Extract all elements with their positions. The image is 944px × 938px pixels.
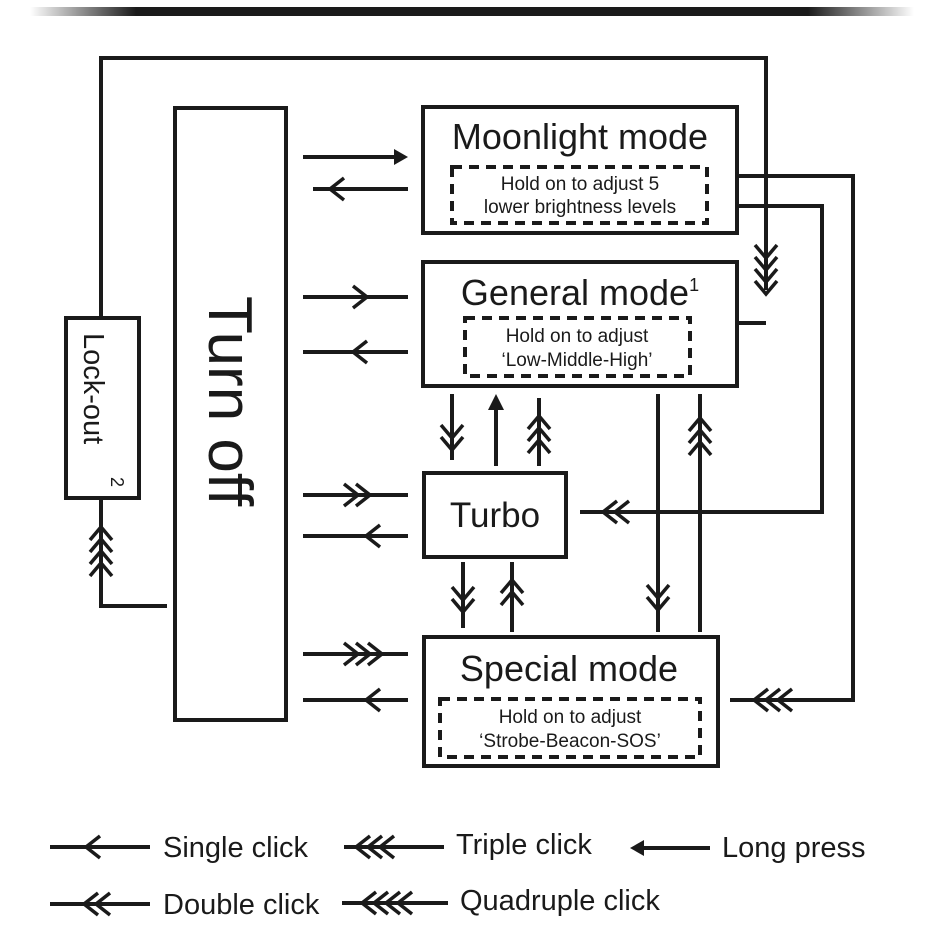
legend-long-press: Long press: [722, 832, 866, 864]
arrow-up-triple-icon: [526, 413, 552, 431]
top-divider: [30, 7, 914, 16]
arrow-up-quadruple-icon: [88, 524, 114, 542]
turbo-title: Turbo: [450, 496, 540, 535]
turnoff-box: [173, 106, 288, 722]
arrow-right-double-icon: [342, 482, 361, 508]
arrow-up-double-icon: [499, 589, 525, 607]
general-hint-line2: ‘Low-Middle-High’: [502, 350, 653, 371]
special-hint-box: [438, 697, 702, 759]
arrow-right-filled-icon: [394, 149, 408, 165]
special-hint-line2: ‘Strobe-Beacon-SOS’: [479, 731, 661, 752]
moonlight-box: [421, 105, 739, 235]
arrow-left-triple-icon: [763, 687, 782, 713]
general-box: [421, 260, 739, 388]
arrow-left-single-icon: [327, 176, 346, 202]
arrow-right-triple-icon: [366, 641, 385, 667]
arrow-left-triple-icon: [365, 834, 384, 860]
arrow-up-triple-icon: [687, 415, 713, 433]
arrow-up-filled-icon: [488, 394, 504, 410]
arrow-down-double-icon: [645, 595, 671, 613]
legend-triple-click: Triple click: [456, 829, 592, 861]
arrow-left-filled-icon: [630, 840, 644, 856]
arrow-down-quadruple-icon: [753, 267, 779, 285]
arrow-up-quadruple-icon: [88, 536, 114, 554]
arrow-down-double-icon: [450, 597, 476, 615]
arrow-up-quadruple-icon: [88, 548, 114, 566]
turnoff-label: Turn off: [195, 296, 264, 507]
arrow-down-quadruple-icon: [753, 243, 779, 261]
moonlight-to-special-line: [730, 174, 855, 702]
arrow-down-quadruple-icon: [753, 279, 779, 297]
arrow-right-single-icon: [351, 284, 370, 310]
arrow-left-triple-icon: [751, 687, 770, 713]
arrow-left-double-icon: [93, 891, 112, 917]
arrow-down-double-icon: [450, 585, 476, 603]
special-hint-line1: Hold on to adjust: [499, 707, 642, 728]
legend-quadruple-click: Quadruple click: [460, 885, 660, 917]
moonlight-hint-box: [450, 165, 709, 225]
arrow-left-quadruple-icon: [395, 890, 414, 916]
arrow-left-quadruple-icon: [371, 890, 390, 916]
arrow-left-single-icon: [363, 523, 382, 549]
legend-single-click: Single click: [163, 832, 309, 864]
arrow-heads: [88, 149, 794, 713]
special-box: [422, 635, 720, 768]
arrow-up-triple-icon: [526, 425, 552, 443]
arrow-left-quadruple-icon: [383, 890, 402, 916]
arrow-right-triple-icon: [342, 641, 361, 667]
moonlight-hint-line1: Hold on to adjust 5: [501, 174, 659, 195]
arrow-left-double-icon: [600, 499, 619, 525]
arrow-down-double-icon: [439, 423, 465, 441]
turbo-box: [422, 471, 568, 559]
arrow-left-triple-icon: [775, 687, 794, 713]
arrow-up-triple-icon: [687, 427, 713, 445]
arrow-right-triple-icon: [354, 641, 373, 667]
general-title: General mode1: [461, 272, 699, 313]
arrow-right-double-icon: [354, 482, 373, 508]
arrow-down-quadruple-icon: [753, 255, 779, 273]
general-hint-line1: Hold on to adjust: [506, 326, 649, 347]
arrow-left-quadruple-icon: [359, 890, 378, 916]
moonlight-title: Moonlight mode: [452, 116, 708, 157]
arrow-down-double-icon: [439, 435, 465, 453]
legend-double-click: Double click: [163, 889, 320, 921]
special-title: Special mode: [460, 648, 678, 689]
arrow-left-double-icon: [612, 499, 631, 525]
general-title-text: General mode: [461, 272, 689, 313]
general-hint-box: [463, 316, 692, 378]
moonlight-hint-line2: lower brightness levels: [484, 197, 676, 218]
arrow-left-single-icon: [363, 687, 382, 713]
arrow-left-double-icon: [81, 891, 100, 917]
general-footnote: 1: [689, 275, 699, 295]
turnoff-to-lockout-line: [99, 500, 167, 608]
lockout-footnote: 2: [107, 477, 127, 487]
arrow-up-quadruple-icon: [88, 560, 114, 578]
arrow-up-double-icon: [499, 577, 525, 595]
lockout-box: [64, 316, 141, 500]
lockout-label: Lock-out: [77, 333, 109, 444]
arrow-left-triple-icon: [353, 834, 372, 860]
arrow-down-double-icon: [645, 583, 671, 601]
arrow-up-triple-icon: [526, 437, 552, 455]
legend: Single click Triple click Long press Dou…: [50, 829, 866, 921]
arrow-left-triple-icon: [377, 834, 396, 860]
arrow-left-single-icon: [83, 834, 102, 860]
arrow-left-single-icon: [350, 339, 369, 365]
arrow-up-triple-icon: [687, 439, 713, 457]
